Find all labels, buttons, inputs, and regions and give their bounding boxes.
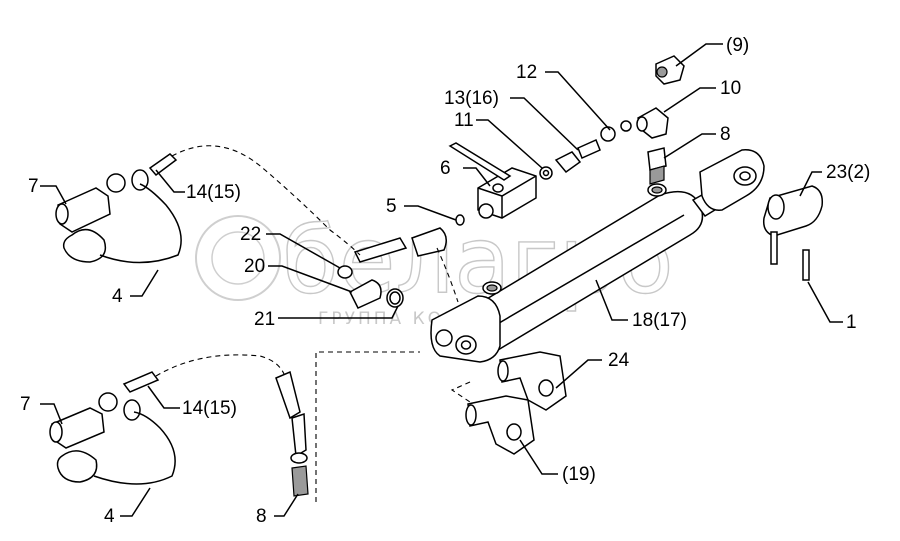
bracket-24 xyxy=(497,351,567,411)
label-8-lower: 8 xyxy=(256,506,267,527)
fitting-13 xyxy=(554,151,582,174)
label-1: 1 xyxy=(846,312,857,333)
label-18-17: 18(17) xyxy=(632,310,687,331)
dash-lower xyxy=(315,351,420,502)
label-14-15-lower: 14(15) xyxy=(182,398,237,419)
fitting-9 xyxy=(655,55,685,85)
label-14-15-upper: 14(15) xyxy=(186,182,241,203)
label-5: 5 xyxy=(386,196,397,217)
label-23-2: 23(2) xyxy=(826,162,870,183)
label-22: 22 xyxy=(240,224,261,245)
bracket-19 xyxy=(465,395,535,455)
label-24: 24 xyxy=(608,350,630,371)
fitting-8-top xyxy=(647,147,667,185)
part-labels: (9) 12 10 13(16) 11 8 6 23(2) 5 7 14(15)… xyxy=(20,35,870,527)
leader-lines xyxy=(40,43,843,517)
label-9: (9) xyxy=(726,35,749,56)
label-21: 21 xyxy=(254,309,275,330)
hydraulic-cylinder xyxy=(430,149,765,363)
label-8-top: 8 xyxy=(720,124,731,145)
hose-lower xyxy=(49,354,309,497)
label-4-upper: 4 xyxy=(112,286,123,307)
fitting-22-20-21 xyxy=(337,265,404,309)
label-4-lower: 4 xyxy=(104,506,115,527)
seal-5 xyxy=(455,214,465,226)
elbow-10 xyxy=(636,107,669,139)
dash-upper xyxy=(436,247,459,303)
ball-valve xyxy=(448,142,537,219)
dash-bracket xyxy=(450,381,471,403)
tube-12 xyxy=(577,138,601,160)
label-20: 20 xyxy=(244,256,265,277)
washer xyxy=(600,126,616,142)
pin-23 xyxy=(762,185,824,281)
label-13-16: 13(16) xyxy=(444,88,499,109)
washer-small xyxy=(620,120,632,132)
nut-11 xyxy=(539,166,553,180)
label-11: 11 xyxy=(454,110,474,131)
label-19: (19) xyxy=(562,464,596,485)
label-10: 10 xyxy=(720,78,741,99)
label-7-upper: 7 xyxy=(28,176,39,197)
label-6: 6 xyxy=(440,158,451,179)
label-12: 12 xyxy=(516,62,537,83)
label-7-lower: 7 xyxy=(20,394,31,415)
